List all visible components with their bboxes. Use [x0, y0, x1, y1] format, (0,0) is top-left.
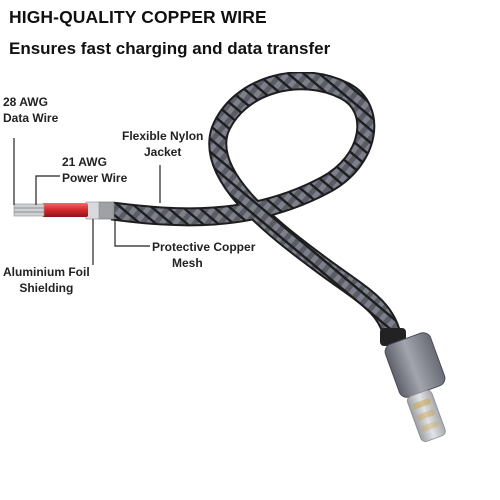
callout-data-wire-line2: Data Wire — [3, 111, 59, 125]
callout-copper-mesh-line2: Mesh — [172, 256, 203, 270]
callout-data-wire-line1: 28 AWG — [3, 95, 48, 109]
copper-mesh-layer — [97, 201, 115, 220]
callout-power-wire: 21 AWG Power Wire — [62, 154, 127, 186]
callout-power-wire-line1: 21 AWG — [62, 155, 107, 169]
callout-power-wire-line2: Power Wire — [62, 171, 128, 185]
callout-foil-shielding: Aluminium Foil Shielding — [3, 264, 90, 296]
callout-copper-mesh-line1: Protective Copper — [152, 240, 256, 254]
callout-nylon-jacket: Flexible Nylon Jacket — [122, 128, 203, 160]
data-wire-bundle — [13, 203, 45, 217]
callout-foil-shielding-line1: Aluminium Foil — [3, 265, 90, 279]
nylon-jacket — [110, 72, 403, 342]
cable-illustration — [13, 72, 446, 442]
page-subtitle: Ensures fast charging and data transfer — [9, 39, 331, 58]
callout-copper-mesh: Protective Copper Mesh — [152, 239, 255, 271]
leader-lines — [13, 138, 161, 265]
header: HIGH-QUALITY COPPER WIRE Ensures fast ch… — [0, 0, 500, 72]
callout-nylon-jacket-line1: Flexible Nylon — [122, 129, 204, 143]
callout-data-wire: 28 AWG Data Wire — [3, 94, 58, 126]
callout-nylon-jacket-line2: Jacket — [143, 145, 182, 159]
leader-power-wire — [35, 175, 60, 205]
cable-cross-section — [13, 201, 115, 220]
page-title: HIGH-QUALITY COPPER WIRE — [9, 7, 267, 27]
lightning-tip — [406, 389, 446, 442]
leader-copper-mesh — [114, 219, 150, 247]
callout-foil-shielding-line2: Shielding — [19, 281, 74, 295]
cable-diagram: 28 AWG Data Wire 21 AWG Power Wire Flexi… — [0, 72, 500, 500]
power-wire — [42, 203, 88, 217]
